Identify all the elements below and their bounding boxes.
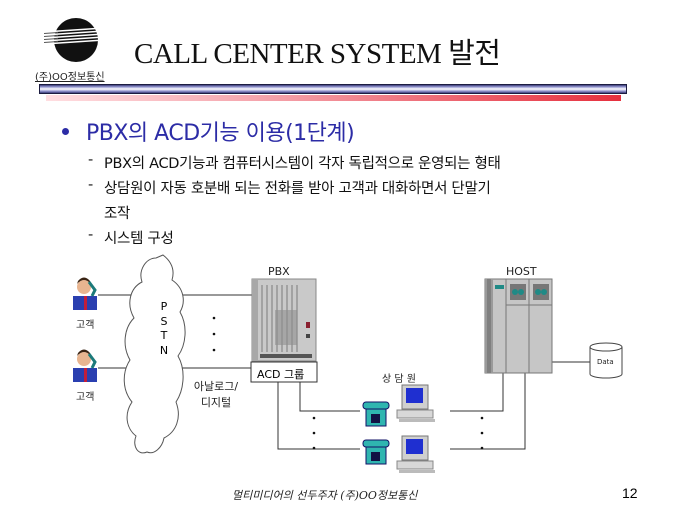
analog-digital-line: 아날로그/ — [193, 380, 239, 393]
bullet-item: - 시스템 구성 — [88, 227, 174, 248]
bullet-text: 시스템 구성 — [104, 231, 174, 247]
bullet-text: 상담원이 자동 호분배 되는 전화를 받아 고객과 대화하면서 단말기 — [104, 181, 491, 197]
ellipsis-dots — [212, 316, 484, 450]
agents-label: 상 담 원 — [382, 374, 416, 385]
agent-computer-icon — [396, 435, 435, 473]
analog-digital-label: 아날로그/ 디지털 — [193, 378, 239, 410]
bullet-text: 조작 — [104, 206, 131, 222]
bullet-dash: - — [88, 177, 93, 193]
customer-label: 고객 — [76, 320, 95, 331]
title-divider-bar — [39, 84, 627, 94]
bullet-dash: - — [88, 227, 93, 243]
slide-title: CALL CENTER SYSTEM 발전 — [134, 38, 501, 70]
pstn-letter: N — [159, 343, 169, 357]
host-server-icon — [484, 278, 553, 374]
section-heading: PBX의 ACD기능 이용(1단계) — [86, 121, 355, 146]
bullet-item: - 상담원이 자동 호분배 되는 전화를 받아 고객과 대화하면서 단말기 — [88, 177, 491, 198]
page-number: 12 — [622, 485, 638, 501]
customer-icon — [73, 277, 97, 310]
customer-label: 고객 — [76, 392, 95, 403]
title-divider-shadow — [46, 95, 621, 101]
agent-phone-icon — [362, 401, 390, 427]
analog-digital-line: 디지털 — [200, 396, 232, 409]
bullet-item: - PBX의 ACD기능과 컴퓨터시스템이 각자 독립적으로 운영되는 형태 — [88, 152, 501, 173]
pbx-cabinet-icon — [251, 278, 317, 362]
pstn-letter: P — [160, 300, 168, 313]
pstn-label: P S T N — [159, 300, 169, 358]
acd-group-label: ACD 그룹 — [257, 368, 305, 381]
agent-computer-icon — [396, 384, 435, 422]
bullet-dash: - — [88, 152, 93, 168]
database-icon — [589, 342, 623, 379]
company-name: (주)OO정보통신 — [35, 72, 105, 83]
data-label: Data — [597, 358, 614, 366]
pbx-label: PBX — [268, 265, 290, 278]
company-logo-icon — [43, 14, 105, 66]
pstn-letter: T — [160, 329, 168, 342]
customer-icon — [73, 349, 97, 382]
bullet-text: PBX의 ACD기능과 컴퓨터시스템이 각자 독립적으로 운영되는 형태 — [104, 156, 501, 172]
host-label: HOST — [506, 265, 537, 278]
footer-slogan: 멀티미디어의 선두주자 (주)OO정보통신 — [232, 489, 418, 502]
heading-bullet-icon — [62, 128, 69, 135]
pstn-cloud-icon — [123, 254, 186, 454]
bullet-item-continued: 조작 — [104, 202, 130, 223]
acd-group-box — [250, 361, 318, 383]
agent-phone-icon — [362, 439, 390, 465]
pstn-letter: S — [160, 314, 168, 328]
